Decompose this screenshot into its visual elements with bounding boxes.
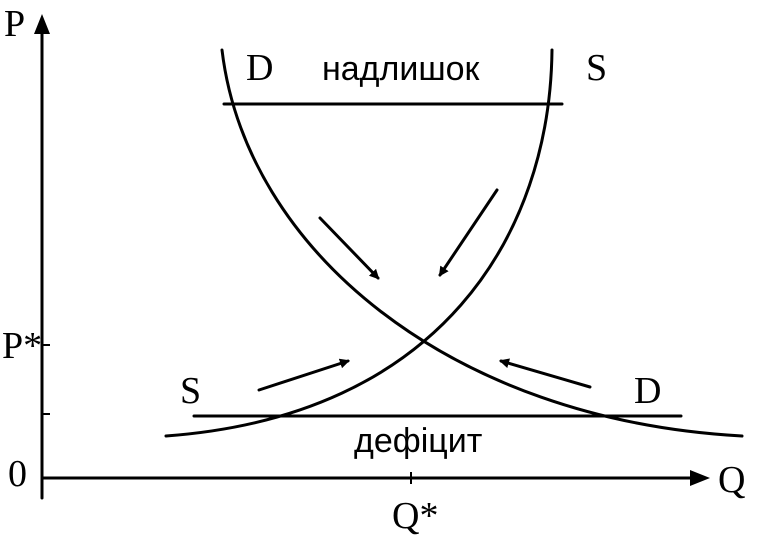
demand-label-top: D <box>246 47 273 89</box>
surplus-label: надлишок <box>322 50 481 88</box>
supply-label-bottom: S <box>180 370 201 412</box>
p-star-label: P* <box>2 325 42 367</box>
demand-label-bottom: D <box>634 370 661 412</box>
q-star-label: Q* <box>392 495 438 537</box>
x-axis-arrowhead <box>690 470 710 486</box>
arrow-upper-left <box>318 216 380 280</box>
supply-label-top: S <box>586 47 607 89</box>
x-axis-label: Q <box>718 459 745 501</box>
arrow-lower-left <box>257 358 350 392</box>
deficit-label: дефіцит <box>354 422 482 460</box>
demand-curve <box>220 48 744 438</box>
arrow-lower-right <box>499 358 592 389</box>
arrow-upper-right <box>438 188 499 277</box>
y-axis-arrowhead <box>34 14 50 34</box>
origin-label: 0 <box>8 453 27 495</box>
y-axis-label: P <box>4 3 25 45</box>
supply-curve <box>164 48 554 438</box>
